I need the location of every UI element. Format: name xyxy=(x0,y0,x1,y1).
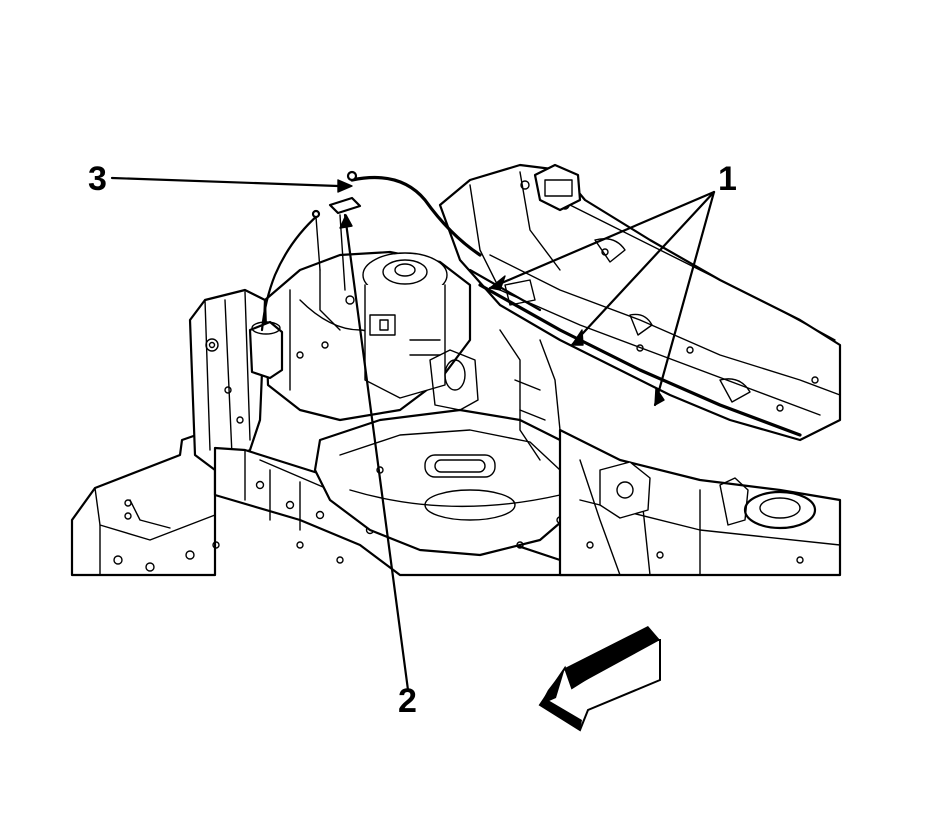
leader-lines xyxy=(110,176,716,692)
wheelhouse xyxy=(248,250,472,422)
callout-label-1: 1 xyxy=(718,160,737,198)
release-cable xyxy=(260,170,482,332)
rear-panel xyxy=(438,163,842,442)
floor-pan xyxy=(313,349,582,557)
callout-label-2: 2 xyxy=(398,682,417,720)
direction-arrow-icon xyxy=(538,626,661,732)
left-frame-structure xyxy=(70,288,612,577)
callout-label-3: 3 xyxy=(88,160,107,198)
rear-lower-corner xyxy=(499,329,842,577)
